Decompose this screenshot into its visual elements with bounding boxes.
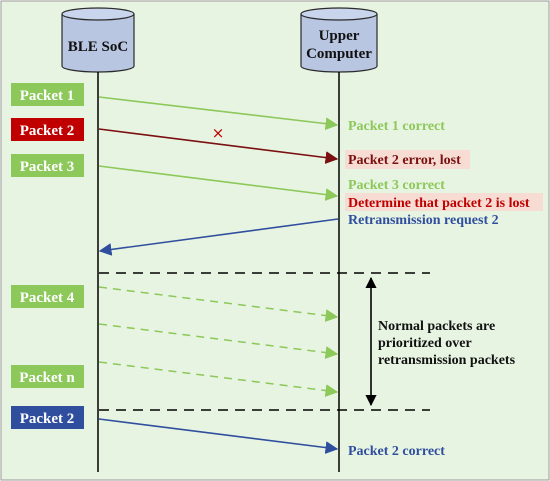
note-line-3: retransmission packets [378, 353, 516, 368]
arrow-packet-2-retransmitted [98, 418, 339, 454]
arrow-packet-3 [98, 165, 339, 201]
packet-box-1: Packet 1 [11, 83, 84, 106]
packet-box-4: Packet 4 [11, 285, 84, 308]
label-packet-1-correct: Packet 1 correct [348, 119, 445, 134]
arrow-packet-2-lost [98, 128, 339, 164]
packet-box-3: Packet 3 [11, 154, 84, 177]
note-line-2: prioritized over [378, 336, 472, 351]
packet-box-4-label: Packet 4 [20, 290, 75, 306]
upper-computer-label-line1: Upper [319, 28, 360, 44]
packet-box-n-label: Packet n [19, 370, 75, 386]
label-determine-lost-highlight [345, 193, 543, 211]
packet-box-3-label: Packet 3 [20, 159, 75, 175]
label-packet-2-correct: Packet 2 correct [348, 444, 445, 459]
packet-box-n: Packet n [11, 365, 84, 388]
packet-box-2-retransmitted: Packet 2 [11, 406, 84, 429]
label-packet-2-error: Packet 2 error, lost [348, 153, 461, 168]
arrow-packet-n-dashed [98, 361, 339, 397]
packet-box-2-label: Packet 2 [20, 123, 75, 139]
ble-soc-label: BLE SoC [68, 39, 128, 55]
arrow-packet-middle-dashed [98, 323, 339, 359]
arrow-packet-1 [98, 96, 339, 131]
arrow-packet-4-dashed [98, 286, 339, 322]
note-line-1: Normal packets are [378, 319, 495, 334]
upper-computer-label-line2: Computer [306, 46, 372, 62]
packet-box-1-label: Packet 1 [20, 88, 75, 104]
ble-soc-cylinder: BLE SoC [61, 7, 135, 73]
label-determine-lost: Determine that packet 2 is lost [348, 196, 530, 211]
label-packet-3-correct: Packet 3 correct [348, 178, 445, 193]
upper-computer-cylinder: Upper Computer [300, 7, 378, 73]
label-retransmission-request: Retransmission request 2 [348, 213, 499, 228]
packet-box-2-lost: Packet 2 [11, 118, 84, 141]
packet-box-2-retx-label: Packet 2 [20, 411, 75, 427]
loss-x-marker: × [212, 124, 225, 142]
label-packet-2-error-highlight [345, 150, 470, 169]
arrow-retransmission-request [98, 218, 339, 256]
